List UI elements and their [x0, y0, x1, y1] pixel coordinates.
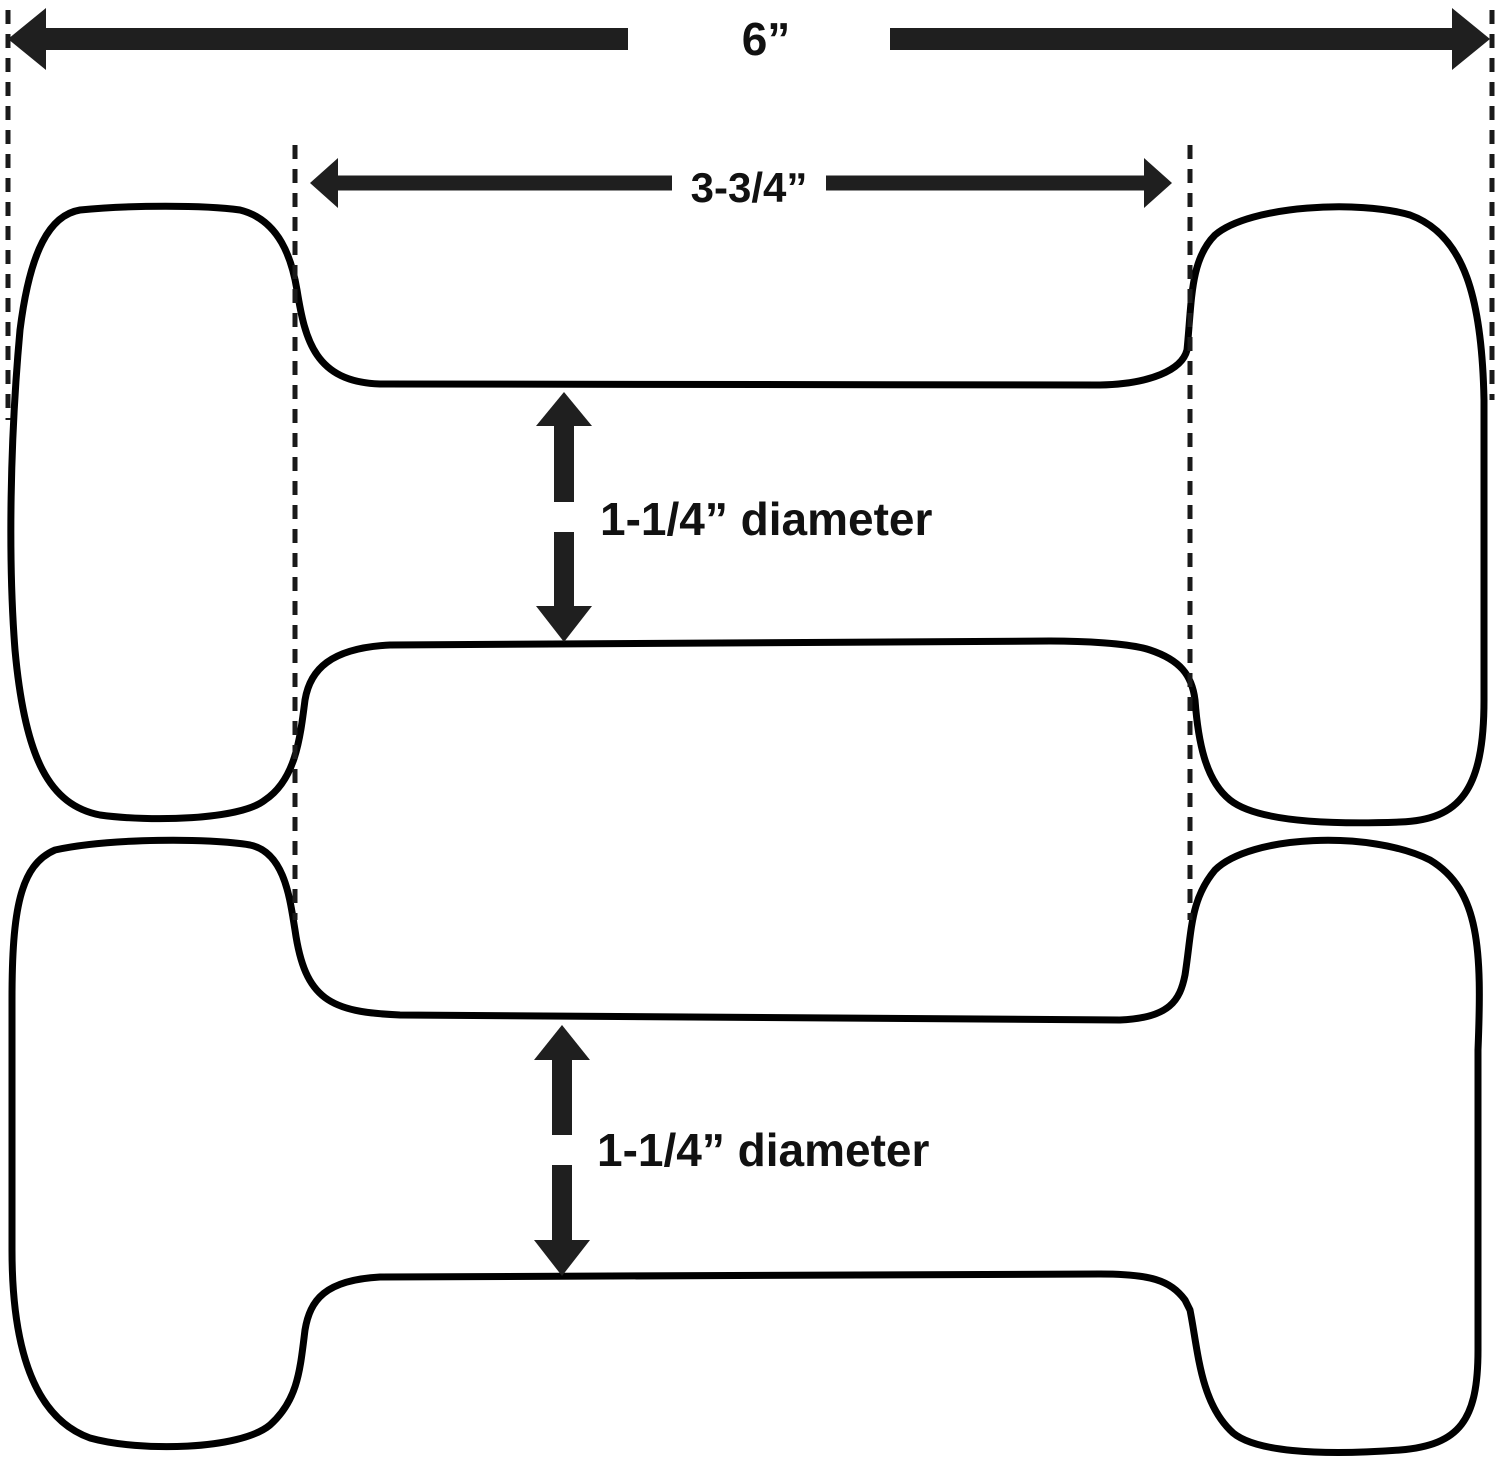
handle-length-label: 3-3/4”: [691, 164, 808, 211]
overall-length-arrowhead-left: [8, 8, 46, 70]
top-diameter-arrowhead-up: [536, 392, 592, 426]
handle-length-dimension: 3-3/4”: [310, 158, 1172, 211]
overall-length-label: 6”: [742, 13, 791, 65]
top-dumbbell-outline: [7, 202, 1488, 827]
handle-length-arrowhead-left: [310, 158, 338, 208]
bottom-diameter-dimension: 1-1/4” diameter: [534, 1025, 929, 1276]
top-diameter-arrowhead-down: [536, 606, 592, 642]
overall-length-arrowhead-right: [1452, 8, 1490, 70]
bottom-diameter-arrowhead-up: [534, 1025, 590, 1060]
bottom-diameter-label: 1-1/4” diameter: [597, 1124, 929, 1176]
bottom-diameter-arrowhead-down: [534, 1240, 590, 1276]
top-diameter-label: 1-1/4” diameter: [600, 493, 932, 545]
bottom-dumbbell-outline: [8, 836, 1483, 1457]
handle-length-arrowhead-right: [1144, 158, 1172, 208]
overall-length-dimension: 6”: [8, 8, 1490, 70]
top-diameter-dimension: 1-1/4” diameter: [536, 392, 932, 642]
